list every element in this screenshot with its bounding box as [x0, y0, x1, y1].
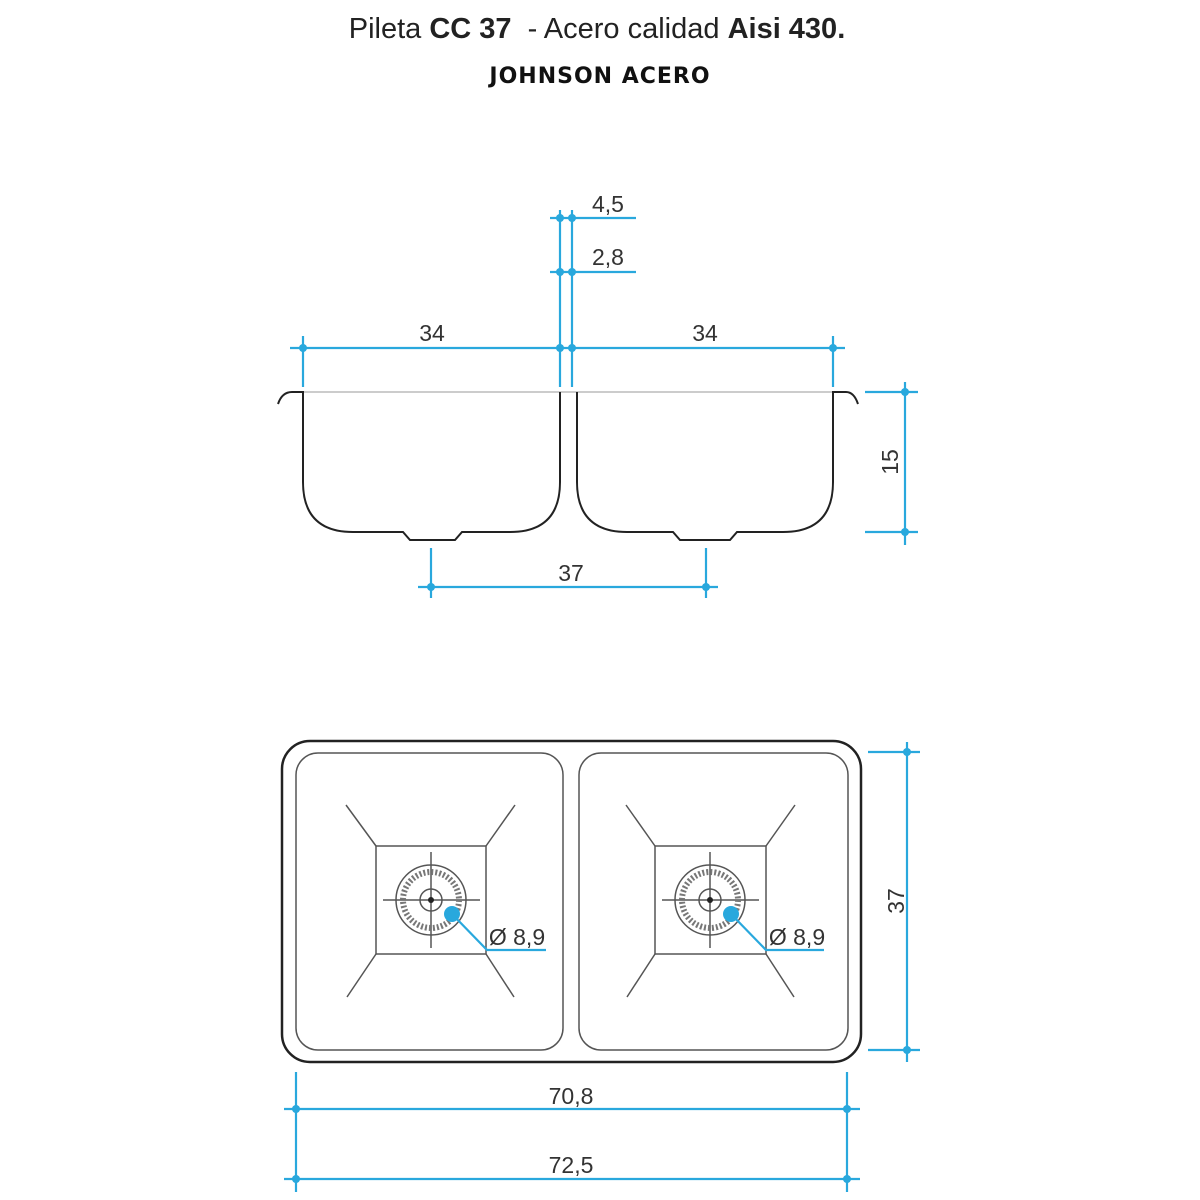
right-bowl-width-dimension: 34	[692, 320, 718, 346]
right-bowl	[578, 752, 849, 1051]
divider-gap-dimension: 2,8	[592, 244, 624, 270]
left-drain: Ø 8,9	[345, 804, 546, 998]
left-drain-diameter: Ø 8,9	[489, 924, 545, 950]
outer-width-dimension: 72,5	[549, 1152, 594, 1178]
left-bowl-profile	[277, 391, 561, 541]
brand-name: JOHNSON ACERO	[487, 64, 710, 89]
left-bowl	[295, 752, 564, 1051]
inner-width-dimension: 70,8	[549, 1083, 594, 1109]
right-bowl-profile	[576, 391, 859, 541]
sink-outline	[280, 739, 863, 1064]
top-depth-dimension: 37	[883, 888, 909, 914]
page-title: Pileta CC 37 - Acero calidad Aisi 430.	[349, 13, 846, 45]
right-drain: Ø 8,9	[625, 804, 825, 998]
divider-top-dimension: 4,5	[592, 191, 624, 217]
depth-dimension: 15	[877, 449, 903, 475]
drain-spacing-dimension: 37	[558, 560, 584, 586]
top-view: Ø 8,9 Ø 8,9 37 70,8 72,5	[280, 739, 920, 1192]
right-drain-diameter: Ø 8,9	[769, 924, 825, 950]
section-view: 4,5 2,8 34 34 15 37	[277, 191, 918, 598]
left-bowl-width-dimension: 34	[419, 320, 445, 346]
